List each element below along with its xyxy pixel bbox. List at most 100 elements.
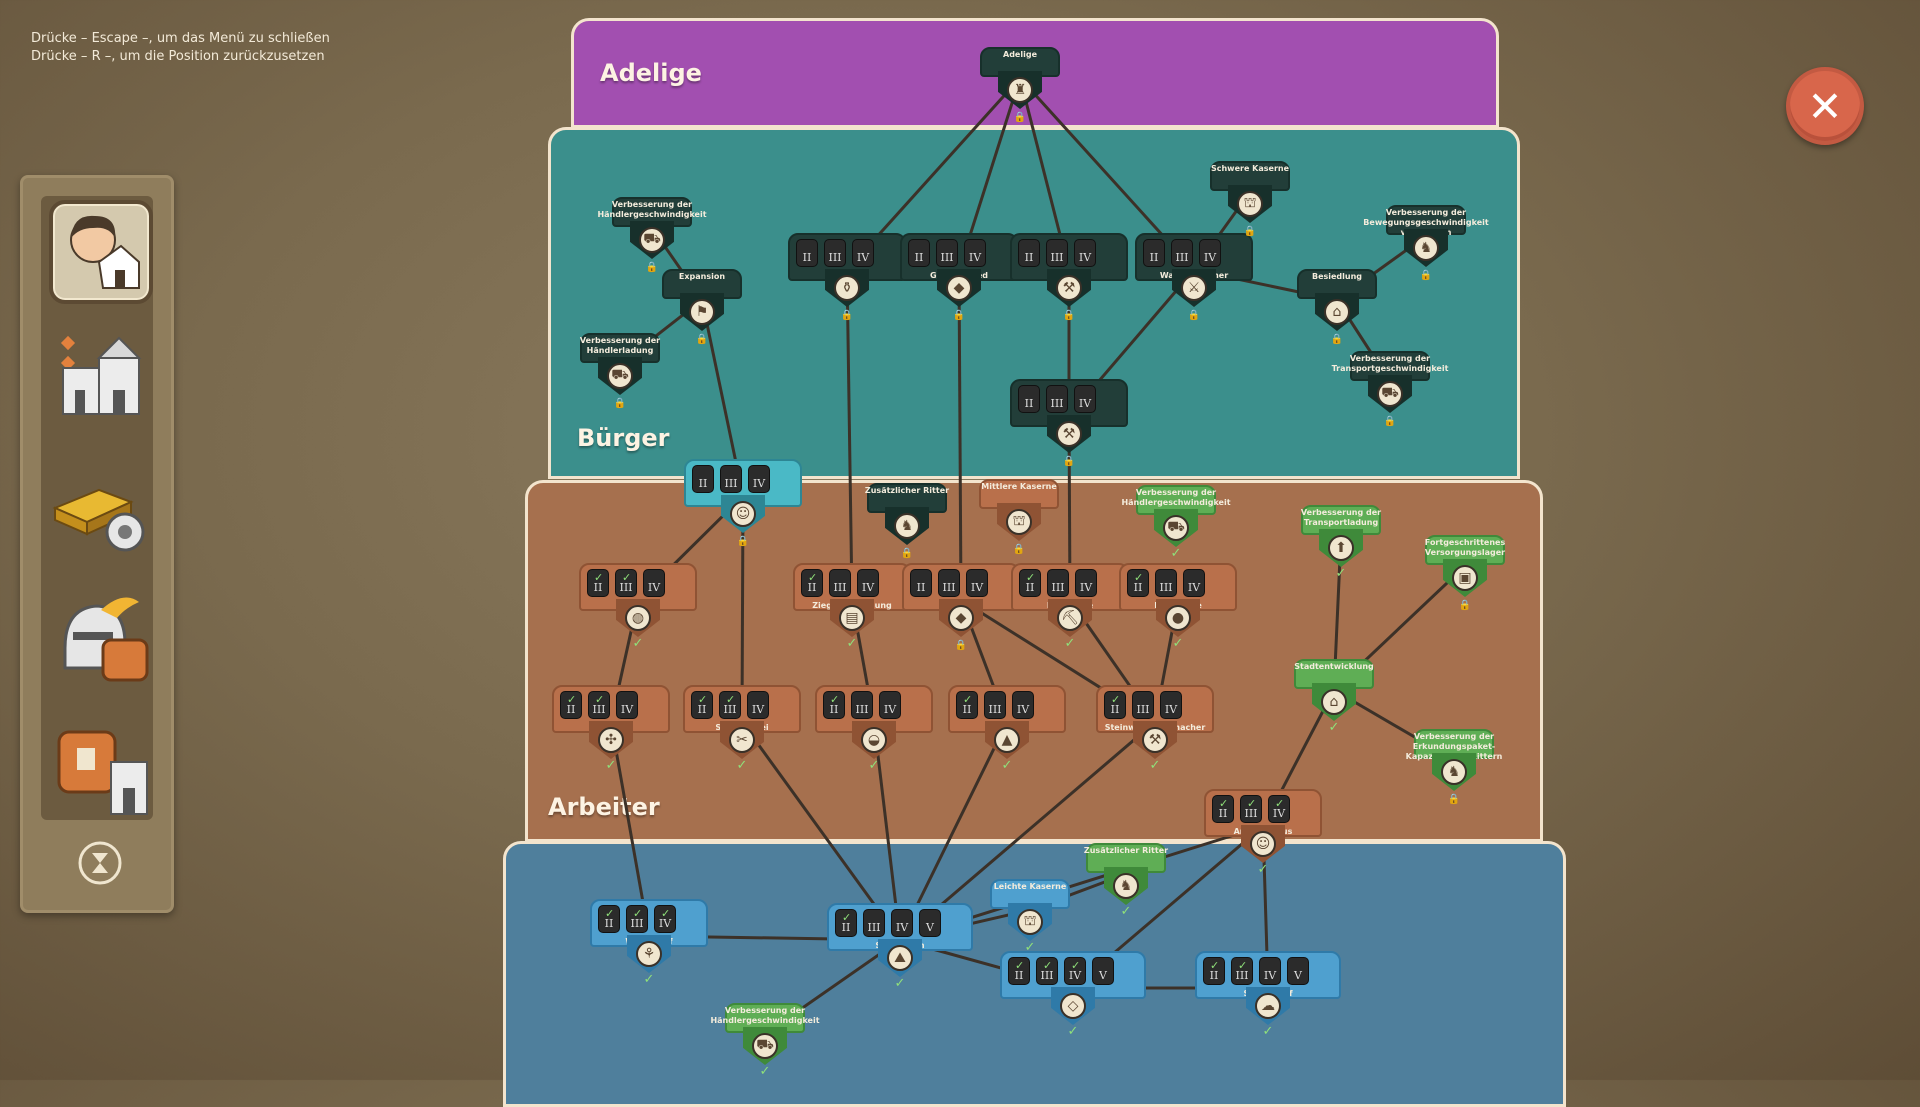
tier-label: Bürger xyxy=(577,424,670,452)
level-badge: IV xyxy=(891,909,913,937)
close-button[interactable]: ✕ xyxy=(1786,67,1864,145)
tech-node-steinwerkzeug[interactable]: IIIIIIVSteinwerkzeugmacher⚒✓ xyxy=(1096,685,1214,773)
tech-node-leichtekaserne[interactable]: Leichte Kaserne⛫✓ xyxy=(990,879,1070,955)
tech-node-buerger[interactable]: IIIIIIVBürger☺🔒 xyxy=(684,459,802,547)
lock-icon: 🔒 xyxy=(900,548,914,559)
tech-node-haendlergeschw1[interactable]: Verbesserung der Händlergeschwindigkeit⛟… xyxy=(597,197,707,273)
tech-node-schaeferhof[interactable]: IIIIIIVVSchäferhof☁✓ xyxy=(1195,951,1341,1039)
tech-node-tischlerei[interactable]: IIIIIIVTischlerei⚒🔒 xyxy=(1010,233,1128,321)
goldmine-icon: ◆ xyxy=(948,605,974,631)
tech-node-steinbruch[interactable]: IIIIIIVVSteinbruch⛰✓ xyxy=(827,903,973,991)
level-badge: IV xyxy=(1075,569,1097,597)
knight-supplies-icon[interactable] xyxy=(55,588,155,688)
completed-check-icon: ✓ xyxy=(1149,758,1161,773)
node-title: Leichte Kaserne xyxy=(993,882,1067,891)
level-badge: IV xyxy=(966,569,988,597)
supplies-castle-icon[interactable] xyxy=(55,718,155,818)
tech-node-besiedlung[interactable]: Besiedlung⌂🔒 xyxy=(1297,269,1377,345)
level-badge: III xyxy=(936,239,958,267)
reset-timer-icon[interactable] xyxy=(75,838,125,888)
completed-check-icon: ✓ xyxy=(894,976,906,991)
waffenkammer-icon: ⚔ xyxy=(1181,275,1207,301)
node-title: Verbesserung der Transportladung xyxy=(1300,508,1382,527)
lock-icon: 🔒 xyxy=(645,262,659,273)
completed-check-icon: ✓ xyxy=(632,636,644,651)
level-badge: IV xyxy=(1199,239,1221,267)
muehle-icon: ✣ xyxy=(598,727,624,753)
castle-icon[interactable] xyxy=(53,328,153,418)
level-badge: IV xyxy=(1259,957,1281,985)
level-badge: III xyxy=(615,569,637,597)
node-title: Verbesserung der Händlerladung xyxy=(579,336,661,355)
tech-node-zusritter1[interactable]: Zusätzlicher Ritter♞🔒 xyxy=(865,483,949,559)
kohlemine-icon: ● xyxy=(1165,605,1191,631)
tech-node-koehlerei[interactable]: IIIIIIVKöhlerei▲✓ xyxy=(948,685,1066,773)
mittlerekaserne-icon: ⛫ xyxy=(1006,509,1032,535)
lock-icon: 🔒 xyxy=(1447,794,1461,805)
level-badge: II xyxy=(823,691,845,719)
tech-node-eisenmine[interactable]: IIIIIIVEisenmine⛏✓ xyxy=(1011,563,1129,651)
tongrube-icon: ◒ xyxy=(861,727,887,753)
tech-node-bewegung[interactable]: Verbesserung der Bewegungsgeschwindigkei… xyxy=(1363,205,1489,281)
tree-link xyxy=(845,269,854,601)
toepferei-icon: ⚱ xyxy=(834,275,860,301)
tech-node-haendlerladung[interactable]: Verbesserung der Händlerladung⛟🔒 xyxy=(579,333,661,409)
tech-node-schneiderei[interactable]: IIIIIIVSchneiderei✂✓ xyxy=(683,685,801,773)
fischerei-icon: ◇ xyxy=(1060,993,1086,1019)
tech-node-haendlergeschw2[interactable]: Verbesserung der Händlergeschwindigkeit⛟… xyxy=(1121,485,1231,561)
tech-node-baeckerei[interactable]: IIIIIIVBäckerei◍✓ xyxy=(579,563,697,651)
tech-node-mittlerekaserne[interactable]: Mittlere Kaserne⛫🔒 xyxy=(979,479,1059,555)
schneiderei-icon: ✂ xyxy=(729,727,755,753)
lock-icon: 🔒 xyxy=(840,310,854,321)
tech-node-versorgung[interactable]: Fortgeschrittenes Versorgungslager▣🔒 xyxy=(1425,535,1505,611)
tech-node-tongrube[interactable]: IIIIIIVTongrube◒✓ xyxy=(815,685,933,773)
tech-node-weizenhof[interactable]: IIIIIIVWeizenhof⚘✓ xyxy=(590,899,708,987)
completed-check-icon: ✓ xyxy=(1001,758,1013,773)
tech-node-waffenkammer[interactable]: IIIIIIVWaffenkammer⚔🔒 xyxy=(1135,233,1253,321)
tech-node-zusritter2[interactable]: Zusätzlicher Ritter♞✓ xyxy=(1084,843,1168,919)
schmiede-icon: ⚒ xyxy=(1056,421,1082,447)
level-badge: III xyxy=(938,569,960,597)
tech-node-fischerei[interactable]: IIIIIIVVFischerei◇✓ xyxy=(1000,951,1146,1039)
gold-production-icon[interactable] xyxy=(51,468,151,558)
tech-node-adelige[interactable]: Adelige♜🔒 xyxy=(980,47,1060,123)
lock-icon: 🔒 xyxy=(954,640,968,651)
tech-node-transportladung[interactable]: Verbesserung der Transportladung⬆✓ xyxy=(1300,505,1382,581)
tech-node-stadtentw[interactable]: Stadtentwicklung⌂✓ xyxy=(1294,659,1374,735)
tech-node-goldmine[interactable]: IIIIIIVGoldmine◆🔒 xyxy=(902,563,1020,651)
lock-icon: 🔒 xyxy=(613,398,627,409)
stadtentw-icon: ⌂ xyxy=(1321,689,1347,715)
lock-icon: 🔒 xyxy=(1187,310,1201,321)
tech-node-ziegel[interactable]: IIIIIIVZiegelherstellung▤✓ xyxy=(793,563,911,651)
tech-node-kohlemine[interactable]: IIIIIIVKohlemine●✓ xyxy=(1119,563,1237,651)
tech-node-goldschmied[interactable]: IIIIIIVGoldschmied◆🔒 xyxy=(900,233,1018,321)
node-title: Mittlere Kaserne xyxy=(981,482,1057,491)
tech-node-schmiede[interactable]: IIIIIIVSchmiede⚒🔒 xyxy=(1010,379,1128,467)
level-badge: III xyxy=(824,239,846,267)
tech-node-muehle[interactable]: IIIIIIVMühle✣✓ xyxy=(552,685,670,773)
tech-node-arbeiterhaus[interactable]: IIIIIIVArbeiterhaus☺✓ xyxy=(1204,789,1322,877)
besiedlung-icon: ⌂ xyxy=(1324,299,1350,325)
tech-node-toepferei[interactable]: IIIIIIVTöpferei⚱🔒 xyxy=(788,233,906,321)
versorgung-icon: ▣ xyxy=(1452,565,1478,591)
completed-check-icon: ✓ xyxy=(846,636,858,651)
level-badge: IV xyxy=(857,569,879,597)
tech-node-haendlergeschw3[interactable]: Verbesserung der Händlergeschwindigkeit⛟… xyxy=(710,1003,820,1079)
arbeiterhaus-icon: ☺ xyxy=(1250,831,1276,857)
settler-portrait-icon[interactable] xyxy=(49,200,153,304)
tech-node-expansion[interactable]: Expansion⚑🔒 xyxy=(662,269,742,345)
schwerekaserne-icon: ⛫ xyxy=(1237,191,1263,217)
level-badge: II xyxy=(691,691,713,719)
leichtekaserne-icon: ⛫ xyxy=(1017,909,1043,935)
tech-node-schwerekaserne[interactable]: Schwere Kaserne⛫🔒 xyxy=(1210,161,1290,237)
completed-check-icon: ✓ xyxy=(1328,720,1340,735)
lock-icon: 🔒 xyxy=(1243,226,1257,237)
completed-check-icon: ✓ xyxy=(1172,636,1184,651)
transportladung-icon: ⬆ xyxy=(1328,535,1354,561)
lock-icon: 🔒 xyxy=(695,334,709,345)
zusritter1-icon: ♞ xyxy=(894,513,920,539)
tech-node-erkundung[interactable]: Verbesserung der Erkundungspaket- Kapazi… xyxy=(1406,729,1502,805)
level-badge: IV xyxy=(1160,691,1182,719)
tech-node-transportgeschw[interactable]: Verbesserung der Transportgeschwindigkei… xyxy=(1332,351,1448,427)
steinbruch-icon: ⛰ xyxy=(887,945,913,971)
